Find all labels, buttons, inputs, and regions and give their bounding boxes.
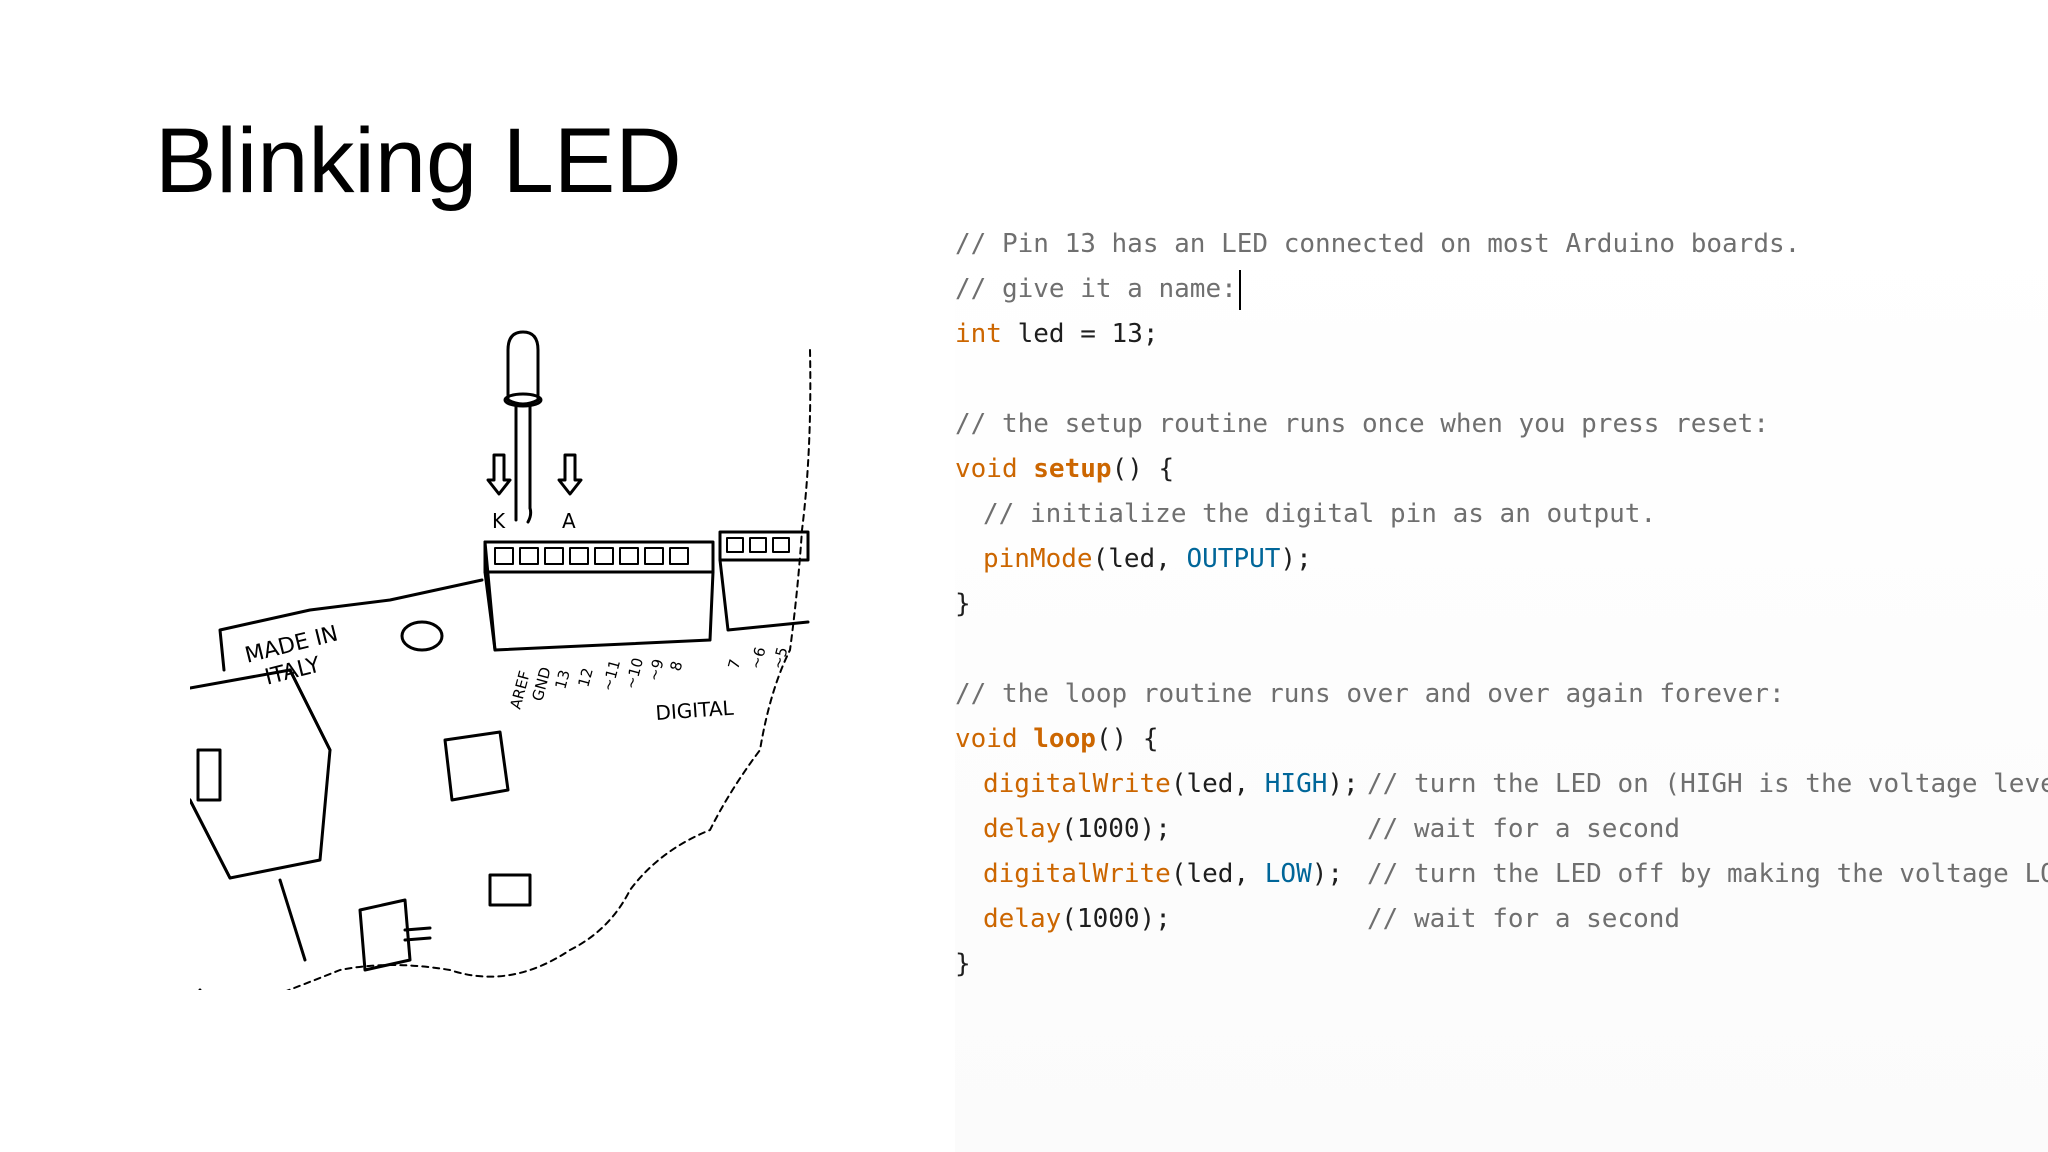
text-cursor: [1238, 269, 1241, 310]
code-comment: // turn the LED off by making the voltag…: [1367, 859, 2048, 889]
board-stamp: MADE IN ITALY: [243, 622, 341, 691]
pin-label-11: ~11: [598, 658, 624, 693]
code-text: (led,: [1170, 769, 1265, 799]
arrow-down-icon: [486, 453, 512, 496]
code-comment: // the setup routine runs once when you …: [955, 409, 1769, 439]
code-blank-line: [955, 357, 1800, 402]
code-line: void loop() {: [955, 717, 1800, 762]
pin-label-5: ~5: [768, 645, 791, 671]
anode-label: A: [562, 509, 576, 533]
pin-label-7: 7: [724, 657, 744, 671]
code-text: () {: [1111, 454, 1175, 484]
code-comment: // wait for a second: [1367, 904, 1681, 934]
code-line: delay(1000); // wait for a second: [955, 897, 1800, 942]
pin-label-6: ~6: [746, 645, 769, 671]
digital-label: DIGITAL: [655, 696, 736, 725]
code-text: (led,: [1170, 859, 1265, 889]
code-call: delay: [983, 904, 1062, 934]
code-keyword: void: [955, 454, 1018, 484]
code-line: pinMode(led, OUTPUT);: [955, 537, 1800, 582]
slide-title: Blinking LED: [155, 110, 682, 212]
code-line: // the loop routine runs over and over a…: [955, 672, 1800, 717]
pin-label-10: ~10: [621, 656, 647, 691]
code-function-name: loop: [1033, 724, 1096, 754]
code-brace: }: [955, 949, 971, 979]
cathode-label: K: [492, 509, 506, 533]
code-constant: HIGH: [1264, 769, 1328, 799]
pin-label-gnd: GND: [528, 665, 554, 703]
code-text: );: [1280, 544, 1312, 574]
code-line: // initialize the digital pin as an outp…: [955, 492, 1800, 537]
arduino-led-illustration: MADE IN ITALY K A AREF GND 13 12 ~11 ~10…: [190, 330, 812, 990]
code-line: // give it a name:: [955, 267, 1800, 312]
code-text: (led,: [1092, 544, 1187, 574]
arrow-down-icon: [557, 453, 583, 496]
code-constant: OUTPUT: [1186, 544, 1281, 574]
led-icon: [503, 330, 543, 524]
code-line: delay(1000); // wait for a second: [955, 807, 1800, 852]
code-constant: LOW: [1264, 859, 1312, 889]
code-keyword: int: [955, 319, 1002, 349]
code-line: digitalWrite(led, HIGH); // turn the LED …: [955, 762, 2048, 807]
code-brace: }: [955, 589, 971, 619]
code-text: );: [1311, 859, 1344, 889]
code-line: void setup() {: [955, 447, 1800, 492]
code-text: led = 13;: [1001, 319, 1159, 349]
pin-label-13: 13: [551, 668, 573, 691]
pin-label-12: 12: [574, 666, 596, 689]
code-comment: // initialize the digital pin as an outp…: [983, 499, 1657, 529]
code-text: );: [1327, 769, 1359, 799]
code-comment: // give it a name:: [955, 274, 1237, 304]
code-call: digitalWrite: [983, 769, 1171, 799]
code-keyword: void: [955, 724, 1018, 754]
code-line: // the setup routine runs once when you …: [955, 402, 1800, 447]
code-comment: // the loop routine runs over and over a…: [955, 679, 1785, 709]
code-comment: // Pin 13 has an LED connected on most A…: [955, 229, 1801, 259]
code-comment: // wait for a second: [1367, 814, 1681, 844]
pin-label-8: 8: [666, 659, 686, 673]
code-function-name: setup: [1033, 454, 1112, 484]
code-line: }: [955, 582, 1800, 627]
code-call: pinMode: [983, 544, 1093, 574]
code-line: int led = 13;: [955, 312, 1800, 357]
code-text: (1000);: [1061, 904, 1171, 934]
code-line: // Pin 13 has an LED connected on most A…: [955, 222, 1800, 267]
code-line: }: [955, 942, 1800, 987]
code-comment: // turn the LED on (HIGH is the voltage …: [1367, 769, 2048, 799]
code-line: digitalWrite(led, LOW); // turn the LED o…: [955, 852, 2048, 897]
code-blank-line: [955, 627, 1800, 672]
code-panel: [955, 210, 2048, 1152]
pin-label-9: ~9: [644, 657, 667, 683]
code-listing: // Pin 13 has an LED connected on most A…: [955, 222, 2048, 987]
code-text: (1000);: [1061, 814, 1171, 844]
code-text: () {: [1095, 724, 1159, 754]
code-call: digitalWrite: [983, 859, 1171, 889]
code-call: delay: [983, 814, 1062, 844]
